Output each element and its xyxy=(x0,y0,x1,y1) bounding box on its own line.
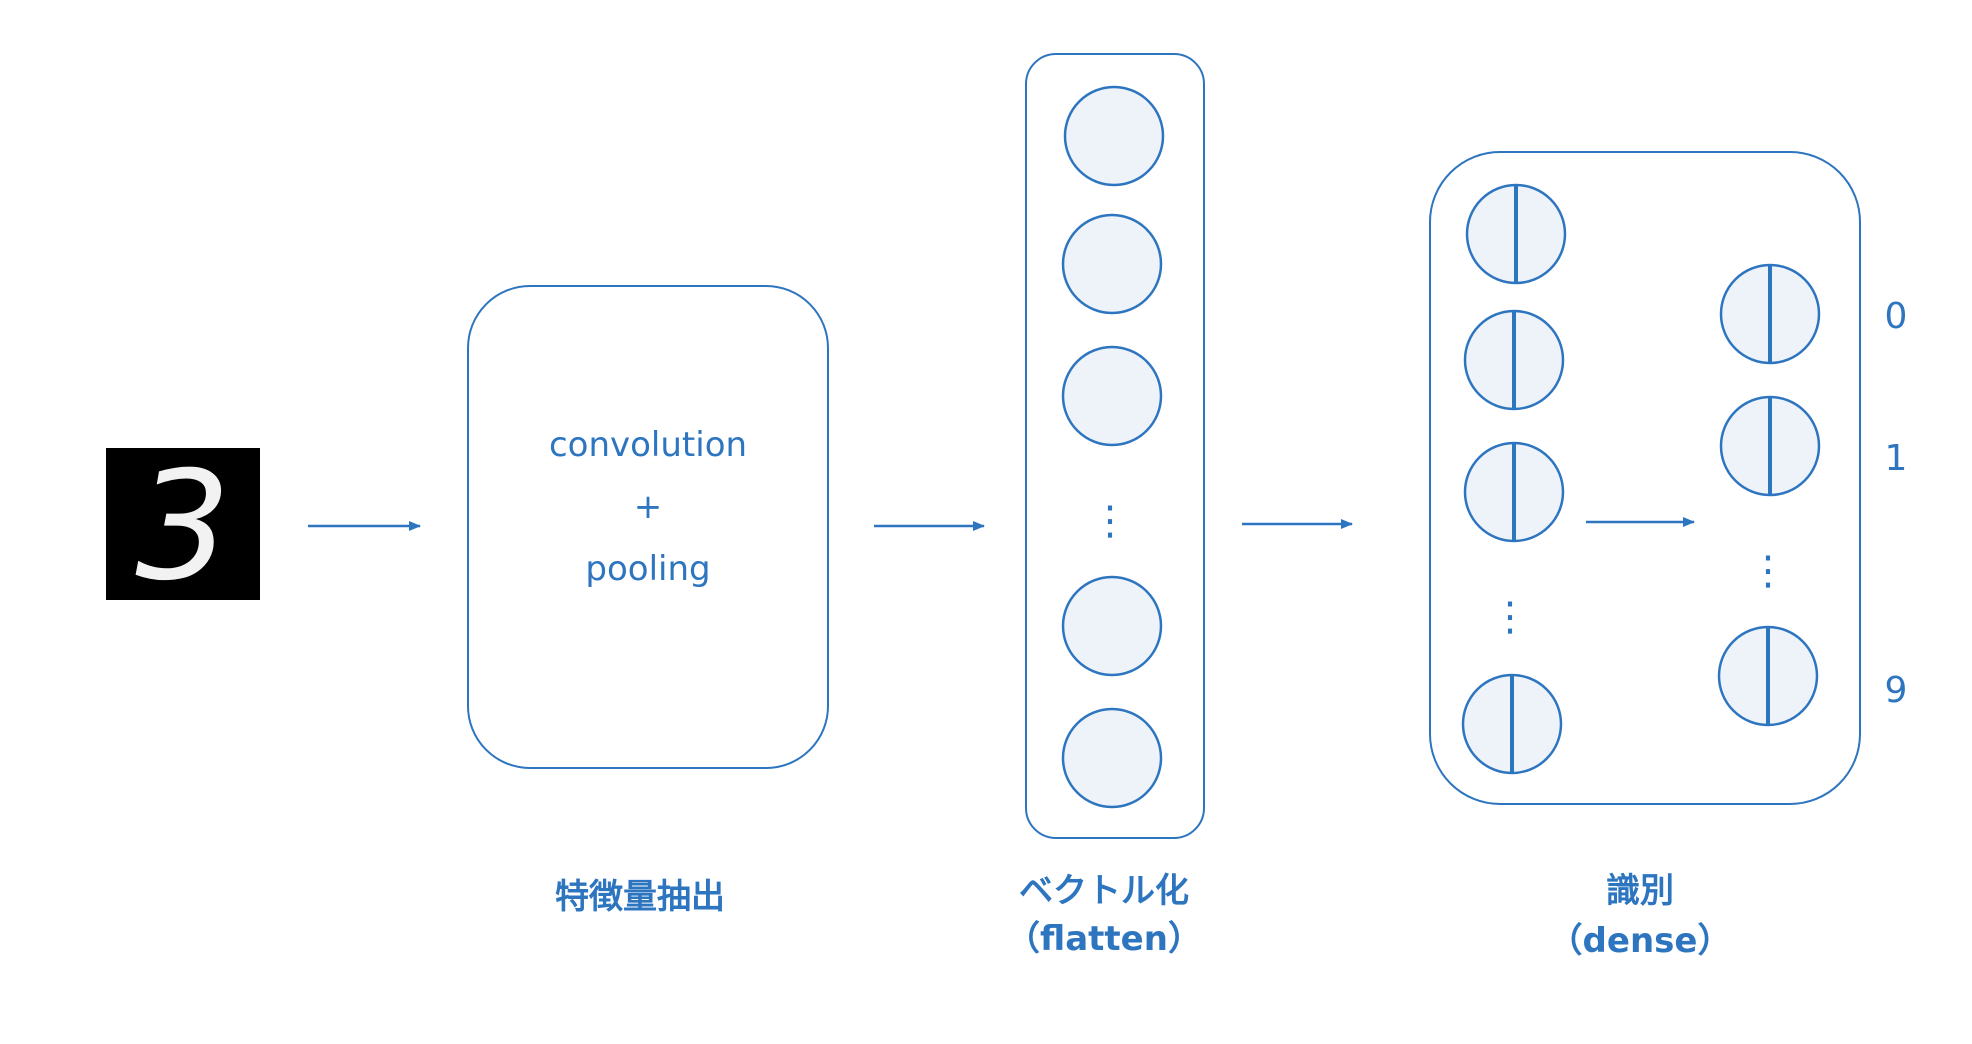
output-label-0: 0 xyxy=(1885,296,1908,337)
flatten-ellipsis: ⋮ xyxy=(1090,498,1130,544)
dense-node xyxy=(1463,441,1565,543)
dense-hidden-nodes xyxy=(1461,183,1567,775)
flatten-node xyxy=(1061,707,1163,809)
input-digit: 3 xyxy=(135,440,230,614)
flatten-node xyxy=(1063,85,1165,187)
convolution-text: convolution xyxy=(549,425,747,465)
output-label-9: 9 xyxy=(1885,670,1908,711)
flatten-node xyxy=(1061,213,1163,315)
output-node xyxy=(1719,263,1821,365)
flatten-caption-line2: （flatten） xyxy=(1006,919,1202,959)
flatten-node xyxy=(1061,345,1163,447)
input-digit-image: 3 xyxy=(106,440,260,614)
dense-output-nodes xyxy=(1717,263,1821,727)
dense-output-ellipsis: ⋮ xyxy=(1748,548,1788,594)
flatten-node xyxy=(1061,575,1163,677)
dense-node xyxy=(1465,183,1567,285)
flatten-nodes xyxy=(1061,85,1165,809)
output-node xyxy=(1719,395,1821,497)
output-node xyxy=(1717,625,1819,727)
pooling-text: pooling xyxy=(585,549,710,589)
feature-extraction-block xyxy=(467,285,829,769)
dense-hidden-ellipsis: ⋮ xyxy=(1490,594,1530,640)
dense-node xyxy=(1461,673,1563,775)
dense-node xyxy=(1463,309,1565,411)
output-label-1: 1 xyxy=(1885,438,1908,479)
plus-text: + xyxy=(634,487,663,527)
dense-caption-line1: 識別 xyxy=(1606,871,1674,911)
feature-extraction-caption: 特徴量抽出 xyxy=(555,877,725,917)
flatten-caption-line1: ベクトル化 xyxy=(1019,871,1189,911)
dense-caption-line2: （dense） xyxy=(1549,921,1732,961)
